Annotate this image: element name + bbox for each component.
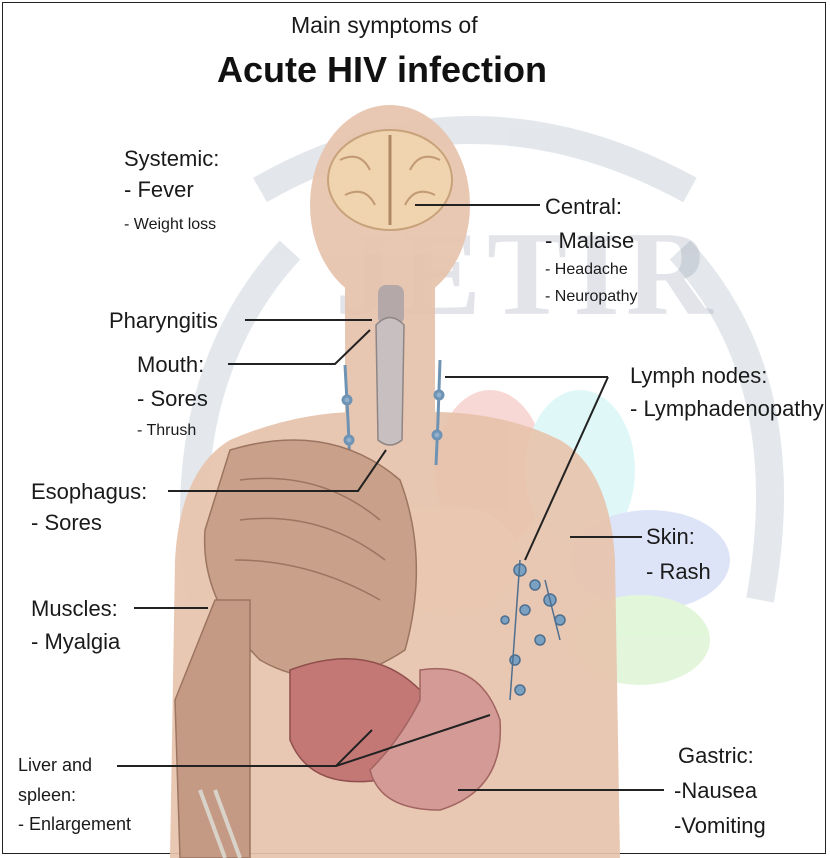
label-central-item: - Headache bbox=[545, 262, 628, 278]
label-muscles-item: - Myalgia bbox=[31, 631, 120, 653]
label-muscles-heading: Muscles: bbox=[31, 598, 118, 620]
label-skin-item: - Rash bbox=[646, 561, 711, 583]
label-gastric-item: -Vomiting bbox=[674, 815, 766, 837]
label-central-heading: Central: bbox=[545, 196, 622, 218]
label-lymph-heading: Lymph nodes: bbox=[630, 365, 767, 387]
label-pharyngitis: Pharyngitis bbox=[109, 310, 218, 332]
label-esophagus-item: - Sores bbox=[31, 512, 102, 534]
label-central-item: - Malaise bbox=[545, 230, 634, 252]
label-liver-line: - Enlargement bbox=[18, 815, 131, 833]
brain bbox=[328, 130, 452, 230]
label-systemic-item: - Weight loss bbox=[124, 217, 216, 233]
label-gastric-heading: Gastric: bbox=[678, 745, 754, 767]
label-systemic-heading: Systemic: bbox=[124, 148, 219, 170]
label-systemic-item: - Fever bbox=[124, 179, 194, 201]
label-liver-line: Liver and bbox=[18, 756, 92, 774]
throat bbox=[376, 285, 404, 445]
label-mouth-item: - Thrush bbox=[137, 423, 196, 439]
title-small: Main symptoms of bbox=[291, 14, 478, 37]
label-liver-line: spleen: bbox=[18, 786, 76, 804]
label-central-item: - Neuropathy bbox=[545, 289, 638, 305]
label-mouth-item: - Sores bbox=[137, 388, 208, 410]
label-gastric-item: -Nausea bbox=[674, 780, 757, 802]
label-lymph-item: - Lymphadenopathy bbox=[630, 398, 824, 420]
title-large: Acute HIV infection bbox=[217, 52, 547, 88]
label-esophagus-heading: Esophagus: bbox=[31, 481, 147, 503]
label-mouth-heading: Mouth: bbox=[137, 354, 204, 376]
label-skin-heading: Skin: bbox=[646, 526, 695, 548]
